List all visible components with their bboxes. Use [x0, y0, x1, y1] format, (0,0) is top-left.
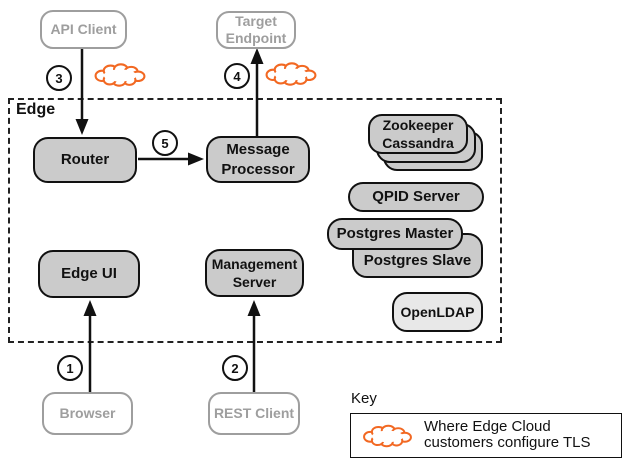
target-endpoint-node: Target Endpoint: [216, 11, 296, 49]
api-client-node: API Client: [40, 10, 127, 49]
tls-cloud-icon: [363, 424, 412, 448]
step-badge-3: 3: [46, 65, 72, 91]
key-legend-text: Where Edge Cloud customers configure TLS: [424, 418, 591, 451]
zookeeper-label: Zookeeper: [382, 116, 454, 133]
step-badge-2: 2: [222, 355, 248, 381]
step-badge-4: 4: [224, 63, 250, 89]
edge-ui-node: Edge UI: [38, 250, 140, 298]
rest-client-node: REST Client: [208, 392, 300, 435]
step-badge-5: 5: [152, 130, 178, 156]
key-box: Where Edge Cloud customers configure TLS: [350, 413, 622, 458]
edge-group-label: Edge: [16, 101, 56, 118]
arrow-router-to-message-processor: [138, 152, 204, 166]
arrow-api-client-to-router: [75, 49, 89, 135]
qpid-server-node: QPID Server: [348, 182, 484, 212]
router-node: Router: [33, 137, 137, 183]
message-processor-node: Message Processor: [206, 136, 310, 183]
cassandra-label: Cassandra: [382, 135, 454, 151]
openldap-node: OpenLDAP: [392, 292, 483, 332]
postgres-master-node: Postgres Master: [327, 218, 463, 250]
tls-cloud-icon: [94, 63, 146, 87]
arrow-rest-client-to-management-server: [247, 300, 261, 392]
step-badge-1: 1: [57, 355, 83, 381]
management-server-node: Management Server: [205, 249, 304, 297]
arrow-browser-to-edge-ui: [83, 300, 97, 392]
tls-cloud-icon: [265, 62, 317, 86]
browser-node: Browser: [42, 392, 133, 435]
arrow-message-processor-to-target-endpoint: [250, 48, 264, 137]
zookeeper-cassandra-node: Zookeeper Cassandra: [368, 114, 468, 154]
key-title: Key: [351, 390, 377, 407]
